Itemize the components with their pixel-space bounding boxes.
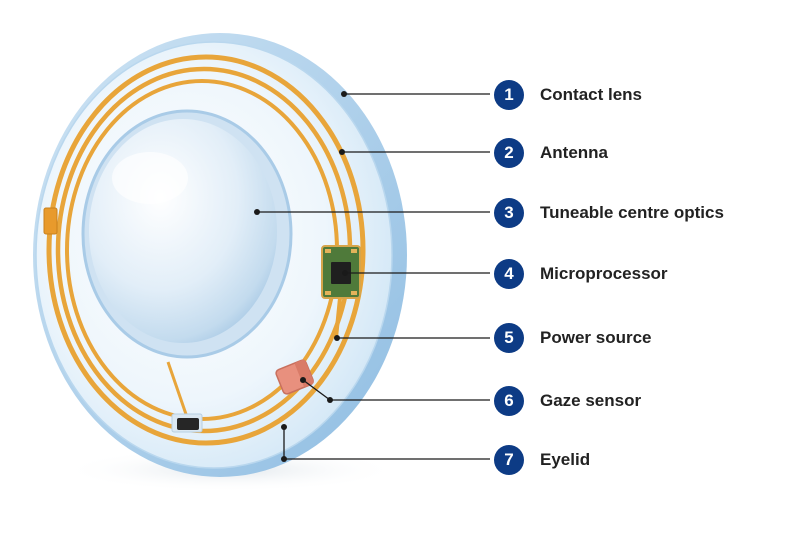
tuneable-centre-optics <box>89 119 277 343</box>
leader-dot-7 <box>281 424 287 430</box>
leader-dot-4 <box>342 270 348 276</box>
number-badge: 6 <box>494 386 524 416</box>
bottom-component <box>171 413 203 433</box>
microprocessor-chip <box>321 245 361 299</box>
number-badge: 2 <box>494 138 524 168</box>
legend-label: Tuneable centre optics <box>540 203 724 222</box>
legend-label: Gaze sensor <box>540 391 642 410</box>
leader-line-6 <box>302 379 331 401</box>
leader-dots <box>254 91 348 462</box>
number-badge: 7 <box>494 445 524 475</box>
number-badge: 5 <box>494 323 524 353</box>
leader-dot-5 <box>334 335 340 341</box>
leader-dot-6b <box>327 397 333 403</box>
legend-label: Contact lens <box>540 85 643 104</box>
legend-label: Power source <box>540 328 652 347</box>
legend-item-power-source: 5 Power source <box>494 323 652 353</box>
legend-item-gaze-sensor: 6 Gaze sensor <box>494 386 641 416</box>
leader-dot-1 <box>341 91 347 97</box>
legend-label: Microprocessor <box>540 264 668 283</box>
power-source-trace <box>334 297 342 339</box>
optic-highlight <box>112 152 188 204</box>
leader-dot-2 <box>339 149 345 155</box>
leader-lines <box>257 93 490 460</box>
legend-item-antenna: 2 Antenna <box>494 138 608 168</box>
optic-trace <box>166 361 190 421</box>
legend-label: Eyelid <box>540 450 591 469</box>
legend-item-contact-lens: 1 Contact lens <box>494 80 642 110</box>
number-badge: 1 <box>494 80 524 110</box>
leader-dot-7b <box>281 456 287 462</box>
leader-dot-3 <box>254 209 260 215</box>
number-badge: 3 <box>494 198 524 228</box>
number-badge: 4 <box>494 259 524 289</box>
antenna-ring-outer <box>46 54 366 446</box>
gaze-sensor <box>275 359 314 395</box>
legend-item-microprocessor: 4 Microprocessor <box>494 259 668 289</box>
legend-item-tuneable-centre-optics: 3 Tuneable centre optics <box>494 198 724 228</box>
legend-label: Antenna <box>540 143 608 162</box>
leader-dot-6 <box>300 377 306 383</box>
left-contact-pad <box>43 207 58 235</box>
legend-item-eyelid: 7 Eyelid <box>494 445 590 475</box>
